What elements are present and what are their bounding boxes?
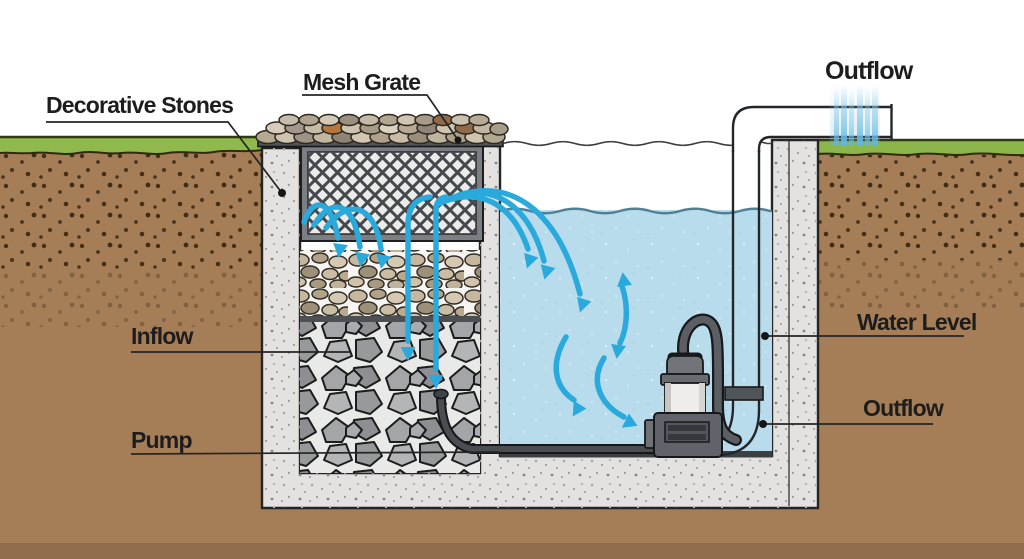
label-mesh-grate: Mesh Grate xyxy=(303,69,421,95)
decorative-stones-cap xyxy=(255,113,509,145)
pump-body xyxy=(664,382,706,416)
pipe-bracket xyxy=(724,386,764,401)
water-surface-line xyxy=(499,207,772,215)
intake-hose xyxy=(433,388,661,454)
rock-layer xyxy=(300,316,480,473)
outflow-streaks-icon xyxy=(830,84,880,146)
water-floor-bar xyxy=(500,451,772,458)
soil-dark-band xyxy=(0,543,1024,559)
pump-cap xyxy=(666,355,704,375)
label-outflow-top: Outflow xyxy=(825,57,913,85)
grass-left xyxy=(0,136,262,154)
ground-right xyxy=(817,138,1024,559)
pebble-layer xyxy=(300,250,480,316)
label-inflow: Inflow xyxy=(131,323,193,349)
basin-rim-line xyxy=(502,140,772,147)
leader-dots xyxy=(278,136,769,428)
flow-arrows-icon xyxy=(301,188,630,420)
label-decorative-stones: Decorative Stones xyxy=(46,92,234,118)
hose-inlet xyxy=(433,388,449,400)
water-body xyxy=(499,140,772,458)
layer-divider-bar xyxy=(300,316,480,322)
pump-unit xyxy=(644,313,742,458)
label-pump: Pump xyxy=(131,427,192,453)
label-outflow-right: Outflow xyxy=(863,395,944,421)
ground-below-basin xyxy=(0,506,1024,559)
mesh-grate xyxy=(300,144,484,242)
leader-lines xyxy=(46,94,964,455)
label-water-level: Water Level xyxy=(857,309,977,335)
